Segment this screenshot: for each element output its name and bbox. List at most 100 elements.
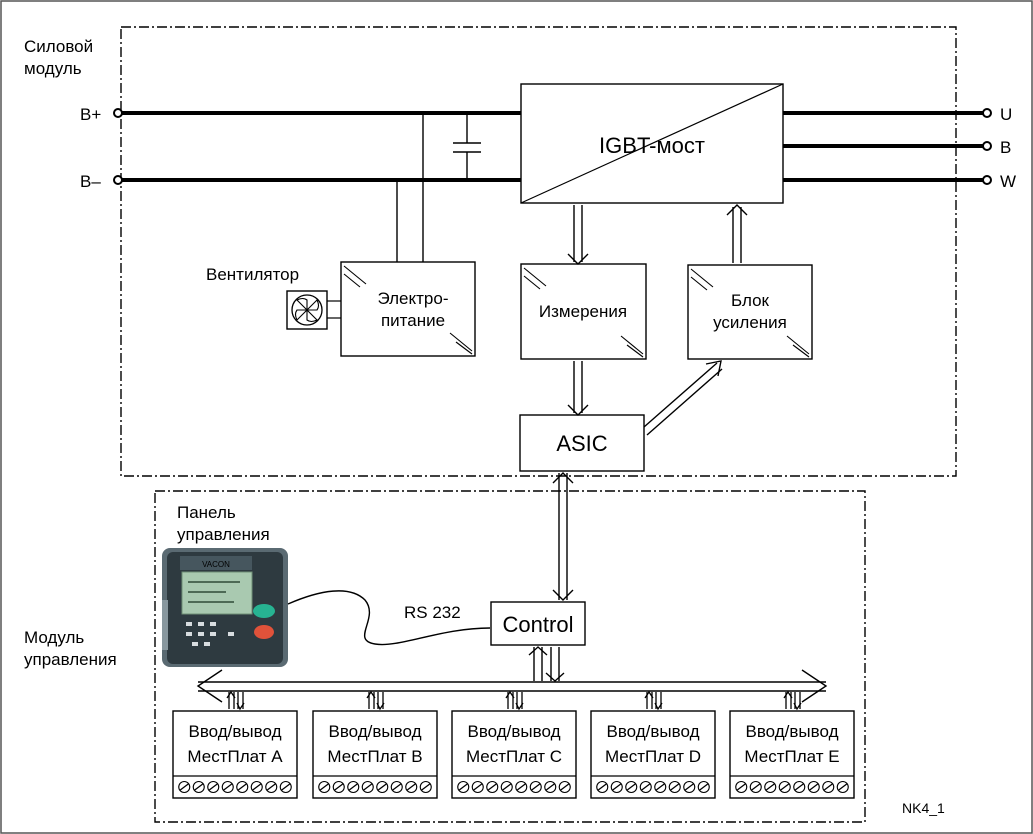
keypad-brand: VACON <box>202 560 230 569</box>
screw-terminal-icon <box>778 780 791 794</box>
screw-terminal-icon <box>668 780 681 794</box>
screw-terminal-icon <box>793 780 806 794</box>
measurement-block <box>520 263 647 360</box>
terminal-b-minus-label: B– <box>80 172 101 191</box>
screw-terminal-icon <box>749 780 762 794</box>
io-board-label-2: МестПлат E <box>744 747 839 766</box>
screw-terminal-icon <box>735 780 748 794</box>
control-block <box>490 601 586 646</box>
screw-terminal-icon <box>265 780 278 794</box>
io-bus <box>196 669 828 703</box>
screw-terminal-icon <box>500 780 513 794</box>
keypad-image: VACON <box>162 548 288 667</box>
control-module-label-1: Модуль <box>24 628 84 647</box>
screw-terminal-icon <box>836 780 849 794</box>
gate-amplifier-label-1: Блок <box>731 291 770 310</box>
io-board-frame <box>729 710 855 799</box>
io-board-frame <box>312 710 438 799</box>
arrowhead-igbt-to-measurement <box>567 253 589 265</box>
io-board-label-1: Ввод/вывод <box>607 722 700 741</box>
terminal-b-minus <box>113 175 123 185</box>
terminal-b-plus-label: B+ <box>80 105 101 124</box>
io-board-label-2: МестПлат A <box>187 747 283 766</box>
screw-terminal-icon <box>625 780 638 794</box>
arrowhead-asic-control-down <box>552 589 574 601</box>
terminal-u <box>982 108 992 118</box>
screw-terminal-icon <box>457 780 470 794</box>
screw-terminal-icon <box>332 780 345 794</box>
screw-terminal-icon <box>515 780 528 794</box>
screw-terminal-icon <box>544 780 557 794</box>
io-board-label-2: МестПлат D <box>605 747 701 766</box>
gate-amplifier-corner-marks <box>690 268 810 358</box>
screw-terminal-icon <box>822 780 835 794</box>
screw-terminal-icon <box>683 780 696 794</box>
io-board-connector <box>783 690 802 711</box>
power-module-border <box>120 26 957 477</box>
terminal-w-label: W <box>1000 172 1016 191</box>
screw-terminal-icon <box>250 780 263 794</box>
terminal-b-plus <box>113 108 123 118</box>
asic-label: ASIC <box>556 431 607 456</box>
screw-terminal-icon <box>192 780 205 794</box>
arrowhead-amp-to-igbt <box>726 204 748 216</box>
io-board-frame <box>172 710 298 799</box>
power-module-label-2: модуль <box>24 59 82 78</box>
fan-icon <box>286 290 328 330</box>
screw-terminal-icon <box>654 780 667 794</box>
power-supply-label-1: Электро- <box>377 289 448 308</box>
arrow-asic-to-amp-a <box>643 362 718 428</box>
control-label: Control <box>503 612 574 637</box>
rs232-cable <box>287 590 491 646</box>
io-board-connector <box>226 690 245 711</box>
screw-terminal-icon <box>610 780 623 794</box>
terminal-u-label: U <box>1000 105 1012 124</box>
screw-terminal-icon <box>596 780 609 794</box>
control-module-border <box>154 490 866 823</box>
screw-terminal-icon <box>221 780 234 794</box>
figure-id-label: NK4_1 <box>902 800 945 816</box>
fan-label: Вентилятор <box>206 265 299 284</box>
panel-label-1: Панель <box>177 503 236 522</box>
igbt-diagonal <box>520 83 784 204</box>
gate-amplifier-label-2: усиления <box>713 313 787 332</box>
io-board-label-1: Ввод/вывод <box>329 722 422 741</box>
power-supply-block <box>340 261 476 357</box>
screw-terminal-icon <box>390 780 403 794</box>
io-board-label-1: Ввод/вывод <box>746 722 839 741</box>
power-supply-label-2: питание <box>381 311 445 330</box>
screw-terminal-icon <box>347 780 360 794</box>
screw-terminal-icon <box>361 780 374 794</box>
screw-terminal-icon <box>376 780 389 794</box>
io-board-label-2: МестПлат C <box>466 747 562 766</box>
screw-terminal-icon <box>178 780 191 794</box>
terminal-v-label: B <box>1000 138 1011 157</box>
screw-terminal-icon <box>471 780 484 794</box>
io-board-frame <box>590 710 716 799</box>
measurement-corner-marks <box>523 267 644 358</box>
screw-terminal-icon <box>318 780 331 794</box>
screw-terminal-icon <box>236 780 249 794</box>
screw-terminal-icon <box>639 780 652 794</box>
screw-terminal-icon <box>419 780 432 794</box>
arrowhead-asic-to-amp <box>705 360 722 377</box>
screw-terminal-icon <box>529 780 542 794</box>
panel-label-2: управления <box>177 525 270 544</box>
arrowhead-asic-control-up <box>552 472 574 484</box>
arrowhead-measurement-to-asic <box>567 404 589 416</box>
screw-terminal-icon <box>697 780 710 794</box>
io-board-label-1: Ввод/вывод <box>189 722 282 741</box>
io-board-label-1: Ввод/вывод <box>468 722 561 741</box>
io-board-connector <box>505 690 524 711</box>
control-module-label-2: управления <box>24 650 117 669</box>
rs232-label: RS 232 <box>404 603 461 622</box>
screw-terminal-icon <box>764 780 777 794</box>
screw-terminal-icon <box>279 780 292 794</box>
